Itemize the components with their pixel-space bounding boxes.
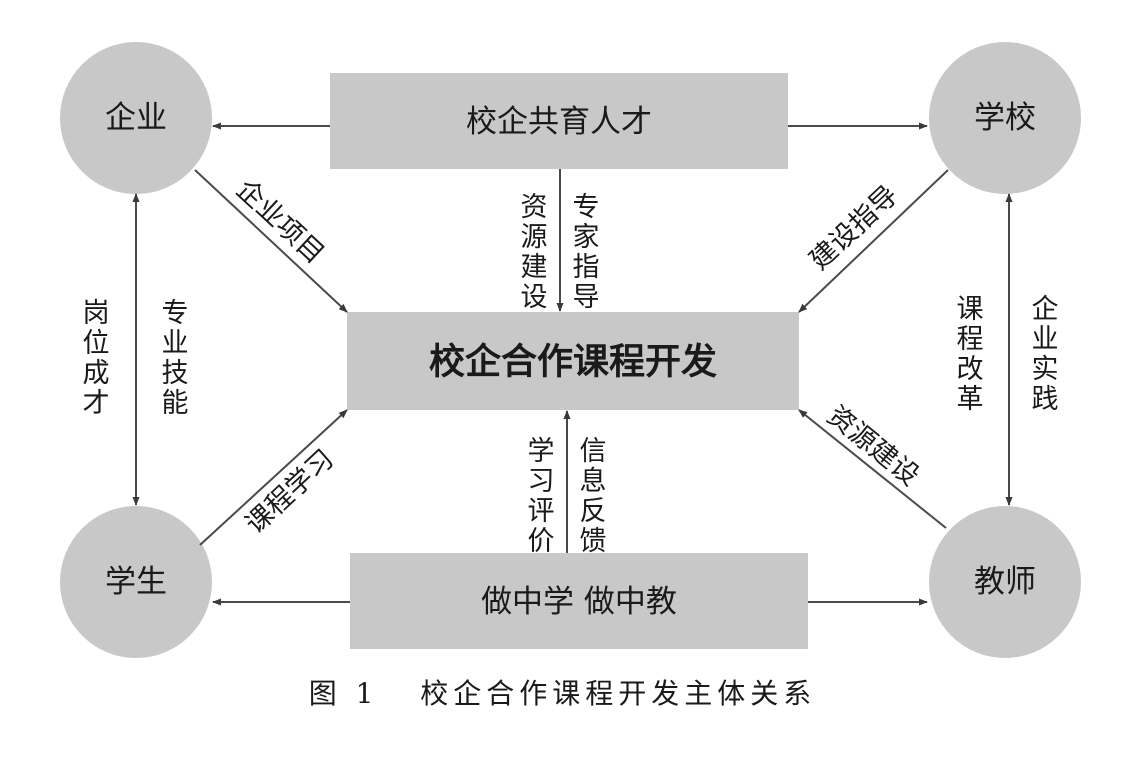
student-node [60,506,212,658]
school-node [929,42,1081,194]
enterprise-label: 企业 [105,100,167,136]
edge-label-resource-building-teacher: 资源建设 [821,400,924,492]
teacher-label: 教师 [974,564,1036,600]
edge-label-resource-building: 资源建设 [521,192,548,313]
teacher-node [929,506,1081,658]
bottom-box [350,553,808,649]
top-box [330,73,788,169]
arrow-teacher-to-center [798,409,947,529]
edge-label-enterprise-practice: 企业实践 [1032,294,1059,415]
center-box-label: 校企合作课程开发 [429,341,717,383]
figure-caption: 图 1 校企合作课程开发主体关系 [0,672,1125,712]
edge-label-course-learning: 课程学习 [240,444,340,540]
edge-label-construction-guidance: 建设指导 [804,180,904,276]
enterprise-node [60,42,212,194]
figure-title: 校企合作课程开发主体关系 [420,677,817,710]
school-label: 学校 [974,100,1036,136]
arrow-school-to-center [798,169,949,313]
student-label: 学生 [105,564,167,600]
edge-label-enterprise-project: 企业项目 [230,174,330,270]
arrow-student-to-center [199,409,348,546]
edge-label-course-reform: 课程改革 [957,294,984,415]
edge-label-info-feedback: 信息反馈 [580,436,607,557]
top-box-label: 校企共育人才 [466,104,652,140]
arrow-enterprise-to-center [194,169,348,313]
center-box [347,312,799,410]
figure-number: 图 1 [308,677,379,710]
edge-label-professional-skills: 专业技能 [162,298,189,419]
edge-label-career-growth: 岗位成才 [83,298,110,419]
edge-label-learning-evaluation: 学习评价 [528,436,555,557]
bottom-box-label: 做中学 做中教 [481,584,677,620]
edge-label-expert-guidance: 专家指导 [573,192,600,313]
